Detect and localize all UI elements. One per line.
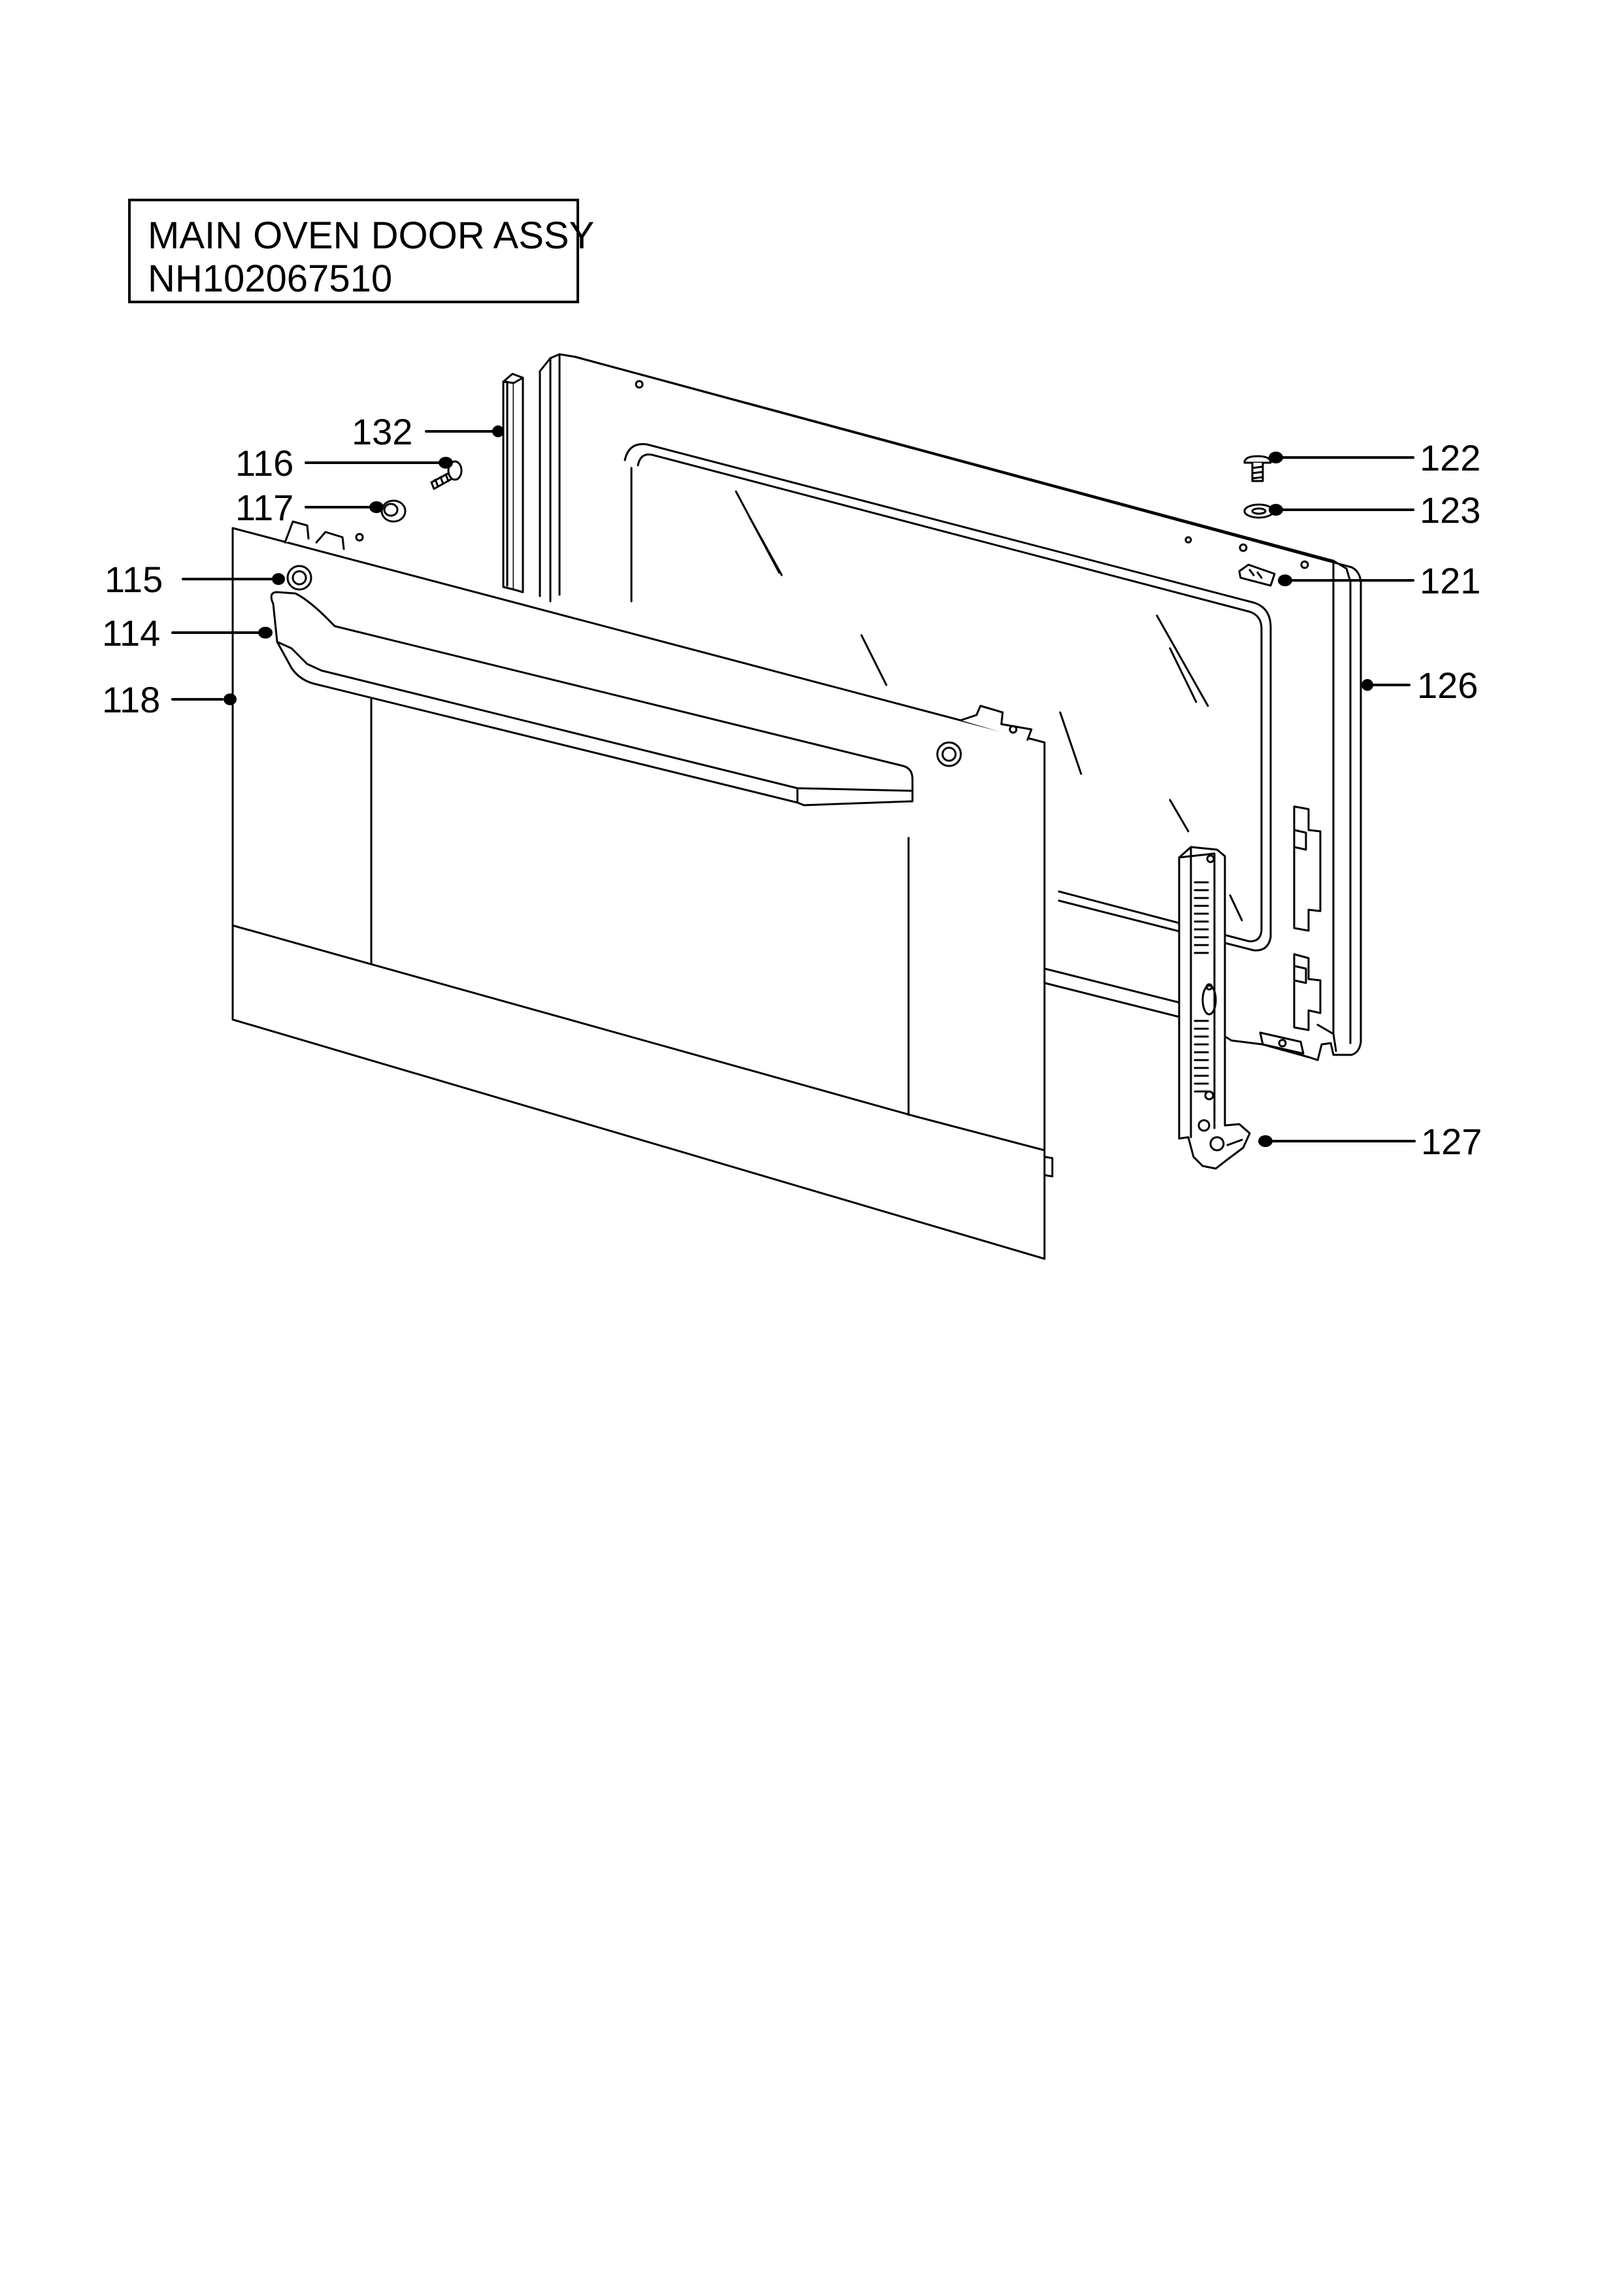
dot-127: [1258, 1135, 1273, 1147]
assembly-title: MAIN OVEN DOOR ASSY: [148, 214, 595, 257]
callout-label-114: 114: [102, 612, 160, 654]
door-hinge: [1178, 846, 1251, 1170]
callout-label-132: 132: [352, 411, 412, 452]
dot-126: [1362, 679, 1373, 691]
glass-clip: [1238, 563, 1276, 587]
dot-117: [369, 501, 384, 513]
dot-118: [224, 693, 237, 705]
handle-screw: [430, 460, 463, 490]
callout-leaders: [171, 430, 1416, 1142]
dot-115: [272, 573, 285, 585]
dot-132: [492, 425, 504, 437]
door-handle: [270, 591, 914, 807]
callout-label-121: 121: [1420, 560, 1480, 601]
top-screw: [1243, 455, 1272, 482]
assembly-part-number: NH102067510: [148, 258, 393, 300]
oven-glass-panel: [624, 443, 1272, 952]
callout-labels: 132 116 117 115 114 118 122 123 121 126 …: [102, 411, 1482, 1162]
callout-label-127: 127: [1421, 1121, 1482, 1162]
callout-label-122: 122: [1420, 437, 1480, 478]
handle-spacer: [380, 499, 407, 523]
title-box: MAIN OVEN DOOR ASSY NH102067510: [128, 199, 595, 303]
handle-end-caps: [286, 565, 962, 767]
callout-label-116: 116: [235, 442, 293, 484]
dot-116: [439, 457, 453, 469]
callout-label-118: 118: [102, 679, 160, 720]
inner-door-frame: [539, 353, 1362, 1061]
callout-label-126: 126: [1417, 665, 1478, 706]
dot-123: [1269, 504, 1283, 516]
callout-label-115: 115: [105, 559, 163, 600]
callout-dots: [224, 425, 1373, 1147]
dot-122: [1269, 452, 1283, 463]
callout-label-123: 123: [1420, 490, 1480, 531]
callout-label-117: 117: [235, 487, 293, 528]
dot-121: [1278, 574, 1292, 586]
side-seal-strip: [502, 373, 524, 593]
frame-side-brackets: [1259, 805, 1337, 1055]
dot-114: [258, 627, 273, 639]
